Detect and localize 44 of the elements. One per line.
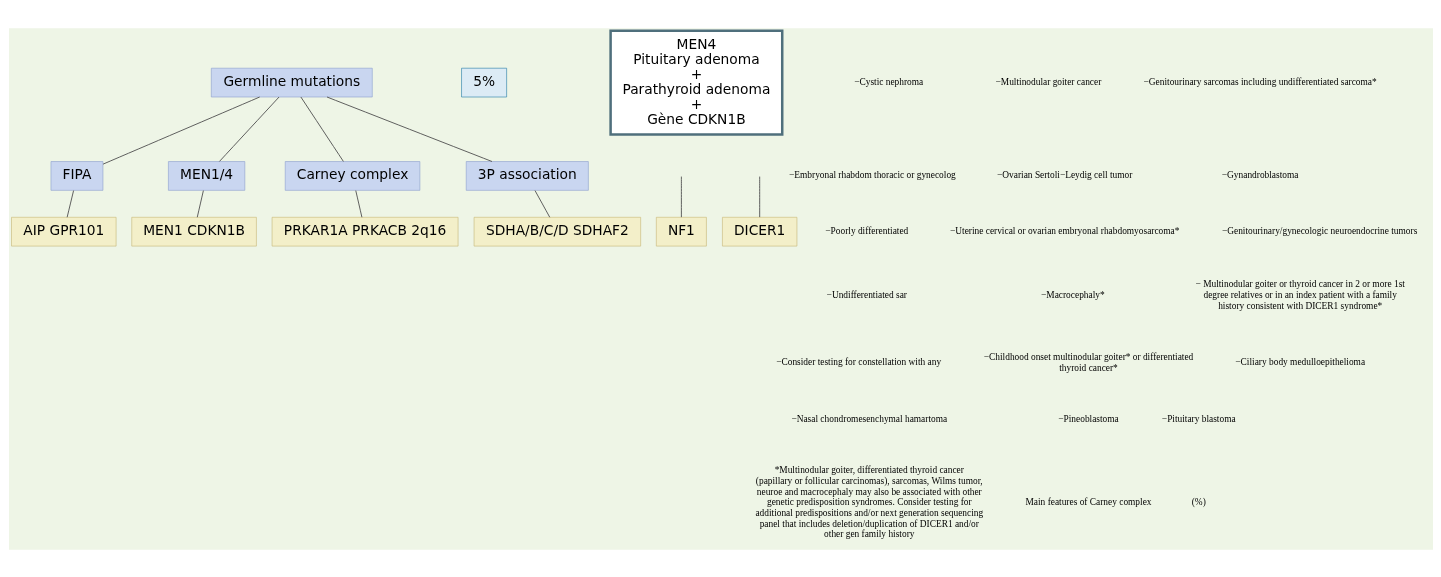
label: −Cystic nephroma	[853, 76, 923, 87]
connector	[680, 175, 682, 218]
connector	[218, 96, 279, 162]
node-box: FIPA	[50, 160, 103, 191]
label: −Genitourinary sarcomas including undifferentiated sarcoma*	[1143, 76, 1377, 87]
label: −Poorly differentiated	[824, 225, 908, 236]
label: −Pineoblastoma	[1057, 413, 1119, 424]
label: −Undifferentiated sar	[826, 289, 907, 300]
label: − Multinodular goiter or thyroid cancer in 2 or more 1st degree relatives or in an index patient with a family history consistent with DICER1 syndrome*	[1195, 278, 1405, 311]
label: Main features of Carney complex	[1025, 496, 1152, 507]
node-box: MEN1/4	[167, 160, 245, 191]
label: −Multinodular goiter cancer	[995, 76, 1101, 87]
label: (%)	[1191, 496, 1206, 507]
node-box: DICER1	[721, 216, 797, 246]
label: −Gynandroblastoma	[1221, 169, 1298, 180]
label: −Embryonal rhabdom thoracic or gynecolog	[788, 169, 956, 180]
node-box: SDHA/B/C/D SDHAF2	[473, 216, 641, 246]
label: −Genitourinary/gynecologic neuroendocrine tumors	[1221, 225, 1417, 236]
node-box: NF1	[655, 216, 707, 246]
connector	[354, 189, 362, 218]
connector	[102, 96, 260, 165]
node-box: Germline mutations	[210, 67, 373, 97]
connector	[66, 189, 74, 218]
label: −Macrocephaly*	[1040, 289, 1105, 300]
label: −Pituitary blastoma	[1161, 413, 1236, 424]
node-box: PRKAR1A PRKACB 2q16	[271, 216, 458, 246]
connector	[758, 175, 760, 218]
label: −Ciliary body medulloepithelioma	[1234, 356, 1365, 367]
label: −Uterine cervical or ovarian embryonal rhabdomyosarcoma*	[949, 225, 1179, 236]
node-box: 3P association	[465, 160, 589, 191]
connector	[326, 96, 492, 162]
connector	[534, 189, 550, 218]
connector	[299, 96, 344, 162]
node-box: Carney complex	[284, 160, 420, 191]
label: −Childhood onset multinodular goiter* or differentiated thyroid cancer*	[983, 351, 1193, 373]
node-box: 5%	[460, 67, 507, 97]
connector	[196, 189, 204, 218]
node-box: MEN1 CDKN1B	[130, 216, 257, 246]
label: −Consider testing for constellation with any	[775, 356, 941, 367]
node-box: MEN4 Pituitary adenoma + Parathyroid adenoma + Gène CDKN1B	[608, 28, 783, 136]
label: −Nasal chondromesenchymal hamartoma	[790, 413, 947, 424]
label: *Multinodular goiter, differentiated thyroid cancer (papillary or follicular carcinomas), sarcomas, Wilms tumor, neuroe and macrocephaly may also be associated with other genetic predisposition syndromes. Consider testing for additional predispositions and/or next generation sequencing panel that includes deletion/duplication of DICER1 and/or other gen family history	[754, 464, 983, 539]
node-box: AIP GPR101	[10, 216, 116, 246]
label: −Ovarian Sertoli−Leydig cell tumor	[996, 169, 1132, 180]
